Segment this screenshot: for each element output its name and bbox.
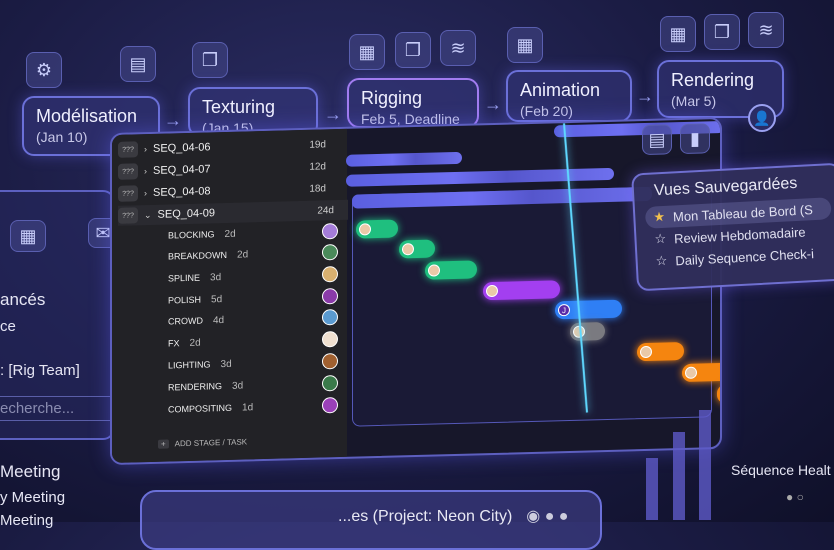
calendar-chart-icon[interactable]: ▦ (660, 16, 696, 52)
stage-title: Texturing (202, 97, 276, 117)
layers-icon[interactable]: ≋ (748, 12, 784, 48)
settings-icon[interactable]: ⚙ (26, 52, 62, 88)
stage-date: (Mar 5) (671, 93, 717, 109)
star-filled-icon[interactable]: ★ (652, 208, 666, 225)
today-line (563, 123, 588, 413)
stage-date: (Feb 20) (520, 103, 573, 119)
stage-date: (Jan 10) (36, 129, 88, 145)
stage-title: Animation (520, 80, 601, 100)
arrow-icon: → (636, 86, 654, 106)
files-icon[interactable]: ❐ (395, 32, 431, 68)
health-bar (699, 410, 711, 520)
stage-title: Rendering (671, 70, 755, 90)
project-title: ...es (Project: Neon City) (338, 508, 513, 525)
saved-views-popup: Vues Sauvegardées ★Mon Tableau de Bord (… (631, 162, 834, 292)
toggle-icon[interactable]: ● ○ (786, 490, 804, 504)
arrow-icon: → (164, 110, 182, 130)
panel-heading: ancés (0, 290, 46, 309)
project-card[interactable]: ...es (Project: Neon City) ◉ ● ● (140, 490, 602, 550)
document-icon[interactable]: ▤ (120, 46, 156, 82)
calendar-chart-icon[interactable]: ▦ (507, 27, 543, 63)
saved-view-label: Daily Sequence Check-i (674, 245, 815, 268)
calendar-chart-icon[interactable]: ▦ (10, 220, 46, 252)
saved-views-title: Vues Sauvegardées (653, 174, 798, 200)
calendar-chart-icon[interactable]: ▦ (349, 34, 385, 70)
stage-card-animation[interactable]: Animation (Feb 20) (506, 70, 632, 122)
stage-card-modelisation[interactable]: Modélisation (Jan 10) (22, 96, 160, 156)
meeting-item[interactable]: y Meeting (0, 489, 66, 506)
stage-title: Rigging (361, 88, 423, 108)
user-icon[interactable]: 👤 (748, 104, 776, 132)
health-bar (646, 458, 658, 520)
avatar (720, 387, 722, 401)
meeting-item[interactable]: Meeting (0, 512, 54, 529)
stage-card-rendering[interactable]: Rendering (Mar 5) (657, 60, 784, 118)
search-input[interactable]: echerche... (0, 396, 115, 421)
meeting-item[interactable]: Meeting (0, 462, 61, 481)
star-outline-icon[interactable]: ☆ (655, 252, 668, 269)
team-filter[interactable]: : [Rig Team] (0, 362, 80, 379)
health-bar (673, 432, 685, 520)
stage-title: Modélisation (36, 106, 138, 126)
star-outline-icon[interactable]: ☆ (654, 230, 667, 247)
files-icon[interactable]: ❐ (192, 42, 228, 78)
stage-card-texturing[interactable]: Texturing(Jan 15) (188, 87, 318, 137)
layers-icon[interactable]: ≋ (440, 30, 476, 66)
panel-text: ce (0, 318, 16, 335)
files-icon[interactable]: ❐ (704, 14, 740, 50)
arrow-icon: → (484, 94, 502, 114)
stage-date: Feb 5, Deadline (361, 111, 460, 127)
eye-icon[interactable]: ◉ ● ● (526, 508, 569, 525)
arrow-icon: → (324, 104, 342, 124)
sequence-health-label: Séquence Healt (731, 462, 831, 478)
